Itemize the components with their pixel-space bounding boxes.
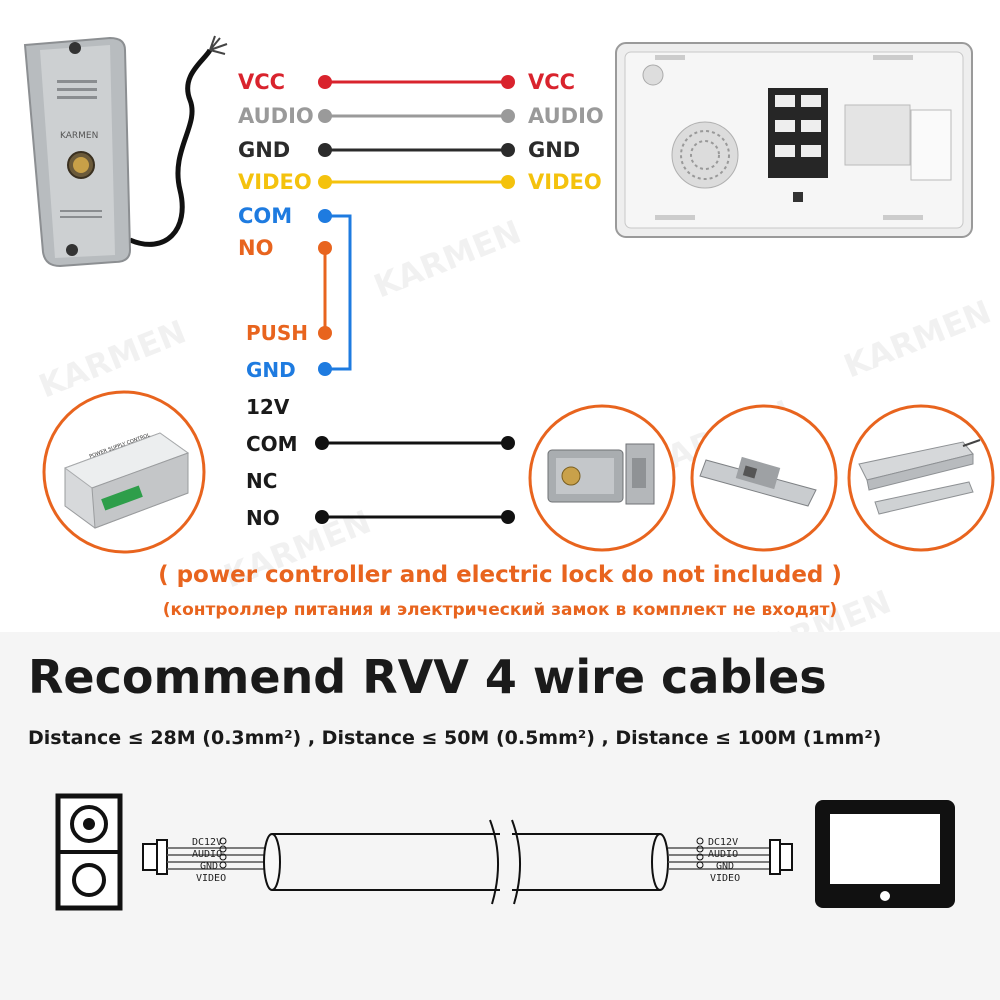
controller-terminal-label: GND bbox=[246, 358, 296, 382]
wire-endpoint bbox=[318, 75, 332, 89]
distance-specs: Distance ≤ 28M (0.3mm²) , Distance ≤ 50M… bbox=[28, 727, 882, 749]
note-english: ( power controller and electric lock do … bbox=[158, 562, 842, 588]
monitor-wire-label: VCC bbox=[528, 70, 576, 94]
outdoor-camera-unit: KARMEN bbox=[23, 35, 228, 268]
wire-endpoint bbox=[318, 175, 332, 189]
doorbell-icon bbox=[55, 793, 123, 911]
controller-terminal-label: NO bbox=[246, 506, 280, 530]
controller-terminal-label: NC bbox=[246, 469, 278, 493]
outdoor-wire-label: GND bbox=[238, 138, 291, 162]
cable-wire-label: AUDIO bbox=[708, 849, 739, 860]
wire-endpoint bbox=[315, 436, 329, 450]
monitor-wire-label: AUDIO bbox=[528, 104, 604, 128]
brand-logo-text: KARMEN bbox=[60, 131, 98, 141]
monitor-icon bbox=[815, 800, 955, 908]
wire-endpoint bbox=[501, 175, 515, 189]
wire-endpoint bbox=[318, 326, 332, 340]
wire-com-gnd bbox=[325, 214, 352, 371]
cable-wire-label: DC12V bbox=[192, 837, 223, 848]
controller-terminal-label: COM bbox=[246, 432, 298, 456]
indoor-monitor-back bbox=[615, 42, 973, 238]
magnetic-lock-image bbox=[847, 404, 995, 552]
wire-endpoint bbox=[318, 143, 332, 157]
cable-heading: Recommend RVV 4 wire cables bbox=[28, 650, 827, 704]
power-controller-image: POWER SUPPLY CONTROL bbox=[42, 390, 206, 554]
wire-endpoint bbox=[318, 209, 332, 223]
wire-endpoint bbox=[318, 109, 332, 123]
cable-wire-label: AUDIO bbox=[192, 849, 223, 860]
cable-wire-label: VIDEO bbox=[196, 873, 227, 884]
controller-terminal-label: 12V bbox=[246, 395, 290, 419]
outdoor-wire-label: COM bbox=[238, 204, 293, 228]
wire-endpoint bbox=[315, 510, 329, 524]
outdoor-wire-label: VIDEO bbox=[238, 170, 312, 194]
note-russian: (контроллер питания и электрический замо… bbox=[162, 600, 838, 620]
wire-endpoint bbox=[501, 510, 515, 524]
cable-diagram bbox=[55, 793, 955, 911]
wire-endpoint bbox=[501, 75, 515, 89]
wire-endpoint bbox=[318, 241, 332, 255]
cable-wire-label: VIDEO bbox=[710, 873, 741, 884]
controller-terminal-label: PUSH bbox=[246, 321, 309, 345]
electric-strike-image bbox=[690, 404, 838, 552]
outdoor-wire-label: NO bbox=[238, 236, 274, 260]
outdoor-wire-label: AUDIO bbox=[238, 104, 314, 128]
outdoor-wire-label: VCC bbox=[238, 70, 286, 94]
cable-wire-label: GND bbox=[716, 861, 735, 872]
cable-wire-label: GND bbox=[200, 861, 219, 872]
wire-endpoint bbox=[501, 143, 515, 157]
cable-wire-label: DC12V bbox=[708, 837, 739, 848]
electric-rim-lock-image bbox=[528, 404, 676, 552]
wire-endpoint bbox=[501, 109, 515, 123]
wiring-diagram bbox=[315, 75, 515, 524]
monitor-wire-label: GND bbox=[528, 138, 581, 162]
wire-endpoint bbox=[318, 362, 332, 376]
wire-endpoint bbox=[501, 436, 515, 450]
monitor-wire-label: VIDEO bbox=[528, 170, 602, 194]
